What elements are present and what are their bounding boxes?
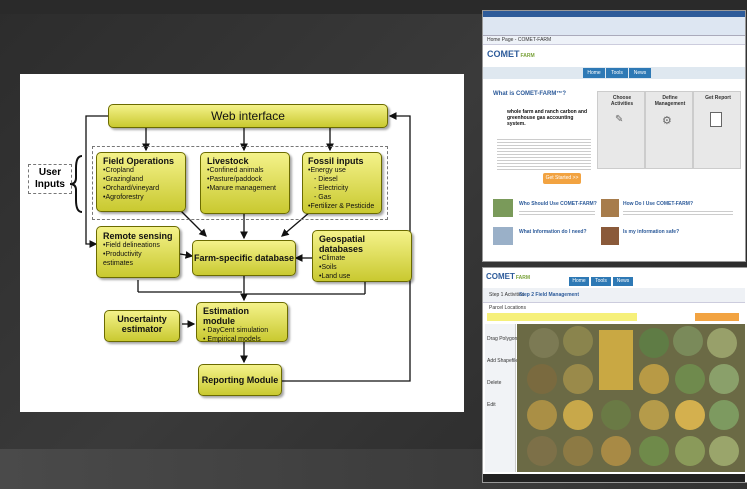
info-thumb-4 [601,227,619,245]
step-col-management: Define Management ⚙ [645,91,693,169]
intro-text-lines [497,137,591,171]
fossil-item: - Diesel [314,176,338,183]
page-heading: What is COMET-FARM™? [493,91,566,97]
livestock-item: •Confined animals [207,167,264,174]
info-thumb-3 [493,227,513,245]
info-text-lines [519,209,595,217]
reporting-module-box: Reporting Module [198,364,282,396]
remote-sensing-title: Remote sensing [103,231,173,241]
map-tool-panel: Drag Polygon Add Shapefile Delete Edit [485,324,519,472]
estimation-item: • Empirical models [203,336,261,343]
info-thumb-1 [493,199,513,217]
geospatial-item: •Climate [319,255,346,262]
parcel-locations-label: Parcel Locations [489,305,526,311]
site-logo: COMETFARM [487,49,535,59]
fossil-item: •Fertilizer & Pesticide [308,203,375,210]
farm-db-label: Farm-specific database [193,253,295,263]
geospatial-title: Geospatial databases [319,234,366,254]
selected-field[interactable] [599,330,633,390]
page-footer [483,474,745,482]
browser-tab[interactable]: Home Page - COMET-FARM [487,37,552,43]
field-op-item: •Cropland [103,167,134,174]
livestock-box: Livestock •Confined animals •Pasture/pad… [200,152,290,214]
fossil-item: •Energy use [308,167,346,174]
step-col-report: Get Report [693,91,741,169]
geospatial-item: •Soils [319,264,337,271]
tool-drag-polygon[interactable]: Drag Polygon [487,336,518,342]
estimation-module-box: Estimation module • DayCent simulation •… [196,302,288,343]
tagline: whole farm and ranch carbon and greenhou… [507,109,588,127]
remote-sensing-box: Remote sensing •Field delineations •Prod… [96,226,180,278]
browser-tab-bar: Home Page - COMET-FARM [483,36,745,45]
tool-add-shapefile[interactable]: Add Shapefile [487,358,519,364]
nav-tab-news[interactable]: News [613,277,633,286]
instructions-banner [487,313,637,321]
get-started-button[interactable]: Get Started >> [543,173,581,184]
step-field-management[interactable]: Step 2 Field Management [519,292,580,298]
tool-edit[interactable]: Edit [487,402,496,408]
satellite-map[interactable] [517,324,745,472]
wrench-icon: ✎ [615,114,624,125]
system-diagram: Web interface User Inputs Field Operatio… [20,74,464,412]
livestock-item: •Manure management [207,185,276,192]
web-interface-box: Web interface [108,104,388,128]
fossil-inputs-title: Fossil inputs [308,156,364,166]
remote-sensing-item: •Field delineations [103,242,160,249]
info-thumb-2 [601,199,619,217]
estimation-title: Estimation module [203,306,250,326]
fossil-inputs-box: Fossil inputs •Energy use - Diesel - Ele… [302,152,382,214]
fossil-item: - Gas [314,194,332,201]
uncertainty-estimator-box: Uncertainty estimator [104,310,180,342]
info-link-3[interactable]: What Information do I need? [519,229,587,235]
browser-titlebar [483,11,745,17]
field-op-item: •Grazingland [103,176,144,183]
nav-tab-tools[interactable]: Tools [606,68,628,78]
comet-farm-map-screenshot: COMETFARM Home Tools News Step 1 Activit… [482,267,747,483]
nav-tab-home[interactable]: Home [583,68,605,78]
tool-delete[interactable]: Delete [487,380,502,386]
orange-action-button[interactable] [695,313,739,321]
field-op-item: •Orchard/vineyard [103,185,160,192]
gear-icon: ⚙ [662,115,672,127]
comet-farm-home-screenshot: Home Page - COMET-FARM COMETFARM Home To… [482,10,746,262]
info-link-2[interactable]: How Do I Use COMET-FARM? [623,201,693,207]
farm-specific-database-box: Farm-specific database [192,240,296,276]
nav-tab-tools[interactable]: Tools [591,277,611,286]
field-operations-box: Field Operations •Cropland •Grazingland … [96,152,186,212]
web-interface-label: Web interface [211,109,285,123]
fossil-item: - Electricity [314,185,349,192]
reporting-label: Reporting Module [201,375,279,385]
info-link-1[interactable]: Who Should Use COMET-FARM? [519,201,597,207]
info-text-lines [623,209,733,217]
geospatial-databases-box: Geospatial databases •Climate •Soils •La… [312,230,412,282]
step-bar: Step 1 Activities Step 2 Field Managemen… [483,288,745,303]
estimation-item: • DayCent simulation [203,327,269,334]
browser-toolbar [483,17,745,36]
document-icon [710,112,722,127]
field-operations-title: Field Operations [103,156,175,166]
livestock-title: Livestock [207,156,249,166]
user-inputs-label: User Inputs [28,164,72,194]
step-activities[interactable]: Step 1 Activities [489,292,525,298]
step-col-activities: Choose Activities ✎ [597,91,645,169]
info-link-4[interactable]: Is my information safe? [623,229,680,235]
user-inputs-group-border [92,146,388,220]
field-op-item: •Agroforestry [103,194,144,201]
site-logo: COMETFARM [486,272,531,281]
livestock-item: •Pasture/paddock [207,176,262,183]
geospatial-item: •Land use [319,273,351,280]
nav-tab-home[interactable]: Home [569,277,589,286]
nav-tab-news[interactable]: News [629,68,651,78]
remote-sensing-item: •Productivity estimates [103,251,142,267]
